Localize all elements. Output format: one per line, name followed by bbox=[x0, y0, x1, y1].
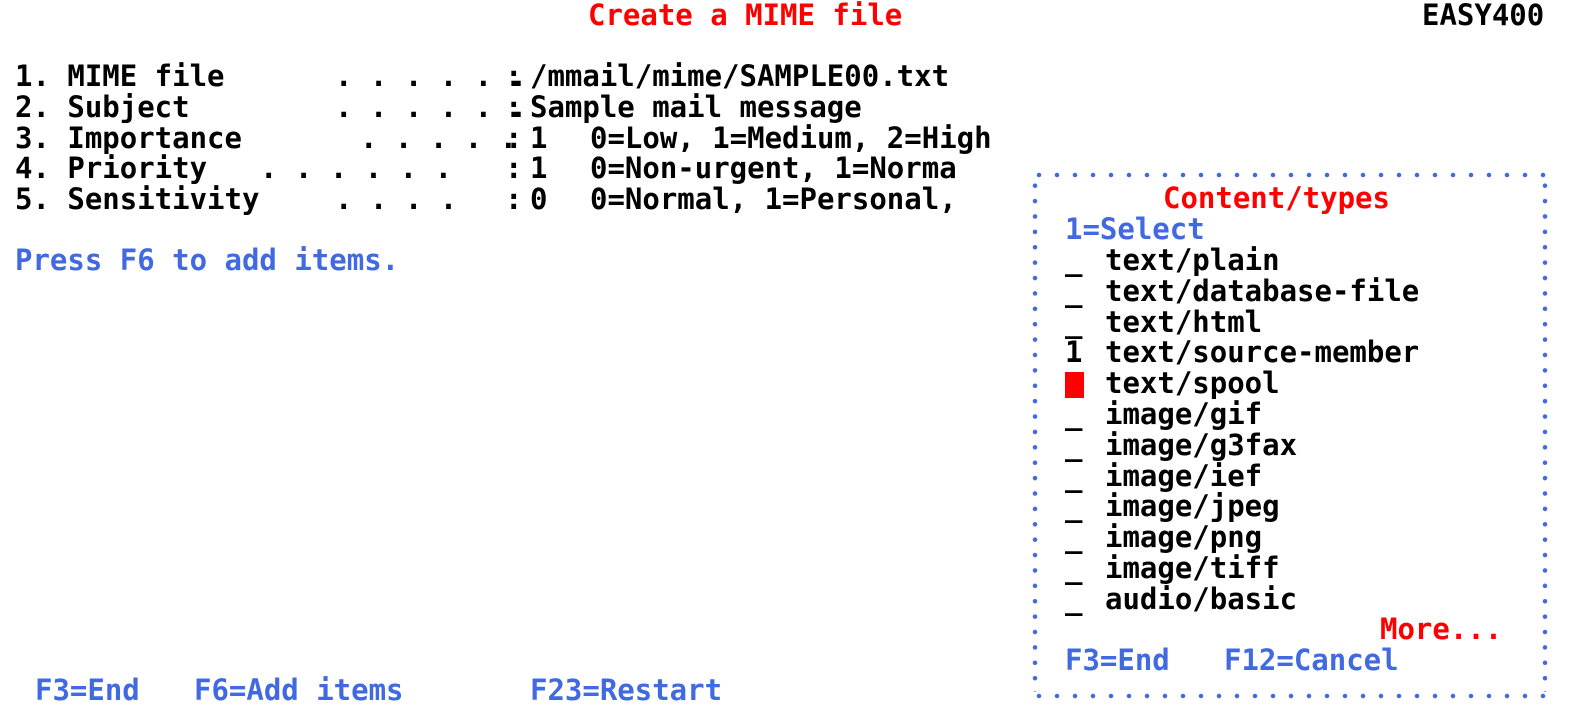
list-item: text/spool bbox=[1065, 368, 1280, 399]
option-input-cursor[interactable] bbox=[1065, 372, 1084, 399]
option-input[interactable]: 1 bbox=[1065, 335, 1083, 370]
field-label: 3. Importance bbox=[15, 120, 242, 155]
field-leader-dots: . . . . . . bbox=[335, 59, 528, 93]
importance-hint: 0=Low, 1=Medium, 2=High bbox=[590, 120, 992, 155]
content-type-label: image/tiff bbox=[1105, 550, 1280, 585]
content-type-list: _ text/plain _ text/database-file _ text… bbox=[1065, 243, 1419, 616]
content-type-label: text/source-member bbox=[1105, 335, 1420, 370]
field-colon: : bbox=[505, 151, 523, 186]
field-subject: 2. Subject . . . . . . : Sample mail mes… bbox=[15, 91, 862, 123]
window-function-keys: F3=End F12=Cancel bbox=[1065, 645, 1535, 676]
content-type-label: image/ief bbox=[1105, 458, 1263, 493]
sensitivity-input[interactable]: 0 bbox=[530, 182, 548, 217]
content-types-window: Content/types 1=Select _ text/plain _ te… bbox=[1030, 166, 1554, 706]
system-name: EASY400 bbox=[1422, 0, 1545, 32]
window-border-top bbox=[1030, 172, 1554, 178]
f3-end-key[interactable]: F3=End bbox=[35, 673, 140, 707]
option-input[interactable]: _ bbox=[1065, 427, 1083, 462]
content-type-label: image/jpeg bbox=[1105, 489, 1280, 524]
window-border-left bbox=[1032, 178, 1038, 692]
option-input[interactable]: _ bbox=[1065, 550, 1083, 585]
field-colon: : bbox=[505, 120, 523, 155]
field-leader-dots: . . . . bbox=[335, 182, 458, 217]
more-indicator: More... bbox=[1380, 612, 1503, 646]
field-label: 1. MIME file bbox=[15, 59, 225, 93]
option-input[interactable]: _ bbox=[1065, 304, 1083, 339]
field-mime-file: 1. MIME file . . . . . . : /mmail/mime/S… bbox=[15, 61, 949, 92]
instruction-text: Press F6 to add items. bbox=[15, 243, 400, 277]
option-input[interactable]: _ bbox=[1065, 243, 1083, 277]
field-colon: : bbox=[505, 89, 523, 124]
window-border-right bbox=[1542, 178, 1548, 692]
option-input[interactable]: _ bbox=[1065, 581, 1083, 616]
screen-title: Create a MIME file bbox=[588, 0, 903, 32]
window-border-bottom bbox=[1030, 693, 1554, 699]
list-item: _ image/ief bbox=[1065, 458, 1262, 493]
list-item: _ image/tiff bbox=[1065, 550, 1280, 585]
content-type-label: image/gif bbox=[1105, 396, 1263, 431]
list-item: _ image/jpeg bbox=[1065, 489, 1280, 524]
field-label: 2. Subject bbox=[15, 89, 190, 124]
content-type-label: text/html bbox=[1105, 304, 1263, 339]
sensitivity-hint: 0=Normal, 1=Personal, bbox=[590, 182, 957, 217]
mime-file-input[interactable]: /mmail/mime/SAMPLE00.txt bbox=[530, 59, 950, 93]
field-colon: : bbox=[505, 59, 523, 93]
field-label: 5. Sensitivity bbox=[15, 182, 260, 217]
importance-input[interactable]: 1 bbox=[530, 120, 548, 155]
f6-add-items-key[interactable]: F6=Add items bbox=[194, 673, 404, 707]
list-item: _ text/plain bbox=[1065, 243, 1280, 277]
form-fields: 1. MIME file . . . . . . : /mmail/mime/S… bbox=[15, 61, 992, 215]
list-item: _ image/png bbox=[1065, 520, 1262, 555]
field-priority: 4. Priority . . . . . . : 1 0=Non-urgent… bbox=[15, 153, 957, 184]
list-item: _ image/gif bbox=[1065, 396, 1262, 431]
content-type-label: text/spool bbox=[1105, 366, 1280, 401]
field-label: 4. Priority bbox=[15, 151, 208, 186]
list-item: _ text/database-file bbox=[1065, 273, 1419, 308]
content-type-label: text/database-file bbox=[1105, 273, 1420, 308]
field-leader-dots: . . . . . bbox=[360, 120, 518, 155]
list-item: 1 text/source-member bbox=[1065, 335, 1419, 370]
field-leader-dots: . . . . . . bbox=[335, 89, 528, 124]
option-input[interactable]: _ bbox=[1065, 396, 1083, 431]
field-sensitivity: 5. Sensitivity . . . . : 0 0=Normal, 1=P… bbox=[15, 184, 957, 215]
option-input[interactable]: _ bbox=[1065, 489, 1083, 524]
subject-input[interactable]: Sample mail message bbox=[530, 89, 862, 124]
field-colon: : bbox=[505, 182, 523, 217]
window-title: Content/types bbox=[1163, 181, 1390, 215]
content-type-label: text/plain bbox=[1105, 243, 1280, 277]
list-item: _ audio/basic bbox=[1065, 581, 1297, 616]
content-type-label: audio/basic bbox=[1105, 581, 1298, 616]
priority-hint: 0=Non-urgent, 1=Norma bbox=[590, 151, 957, 186]
field-leader-dots: . . . . . . bbox=[260, 151, 453, 186]
option-input[interactable]: _ bbox=[1065, 520, 1083, 555]
function-key-bar: F3=End F6=Add items F23=Restart bbox=[35, 675, 835, 706]
list-item: _ image/g3fax bbox=[1065, 427, 1297, 462]
field-importance: 3. Importance . . . . . : 1 0=Low, 1=Med… bbox=[15, 122, 992, 154]
content-type-label: image/png bbox=[1105, 520, 1263, 555]
f23-restart-key[interactable]: F23=Restart bbox=[530, 673, 723, 707]
list-item: _ text/html bbox=[1065, 304, 1262, 339]
priority-input[interactable]: 1 bbox=[530, 151, 548, 186]
option-input[interactable]: _ bbox=[1065, 458, 1083, 493]
f12-cancel-key[interactable]: F12=Cancel bbox=[1224, 643, 1399, 677]
content-type-label: image/g3fax bbox=[1105, 427, 1298, 462]
option-input[interactable]: _ bbox=[1065, 273, 1083, 308]
f3-end-key[interactable]: F3=End bbox=[1065, 643, 1170, 677]
select-option-legend: 1=Select bbox=[1065, 212, 1205, 246]
